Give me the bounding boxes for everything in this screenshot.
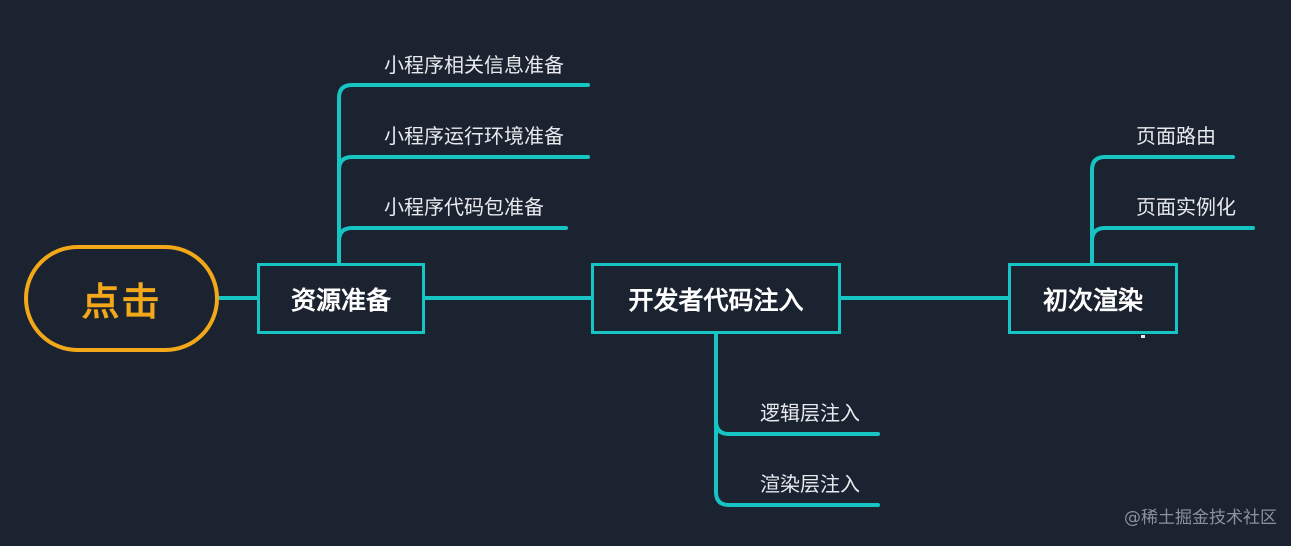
leaf-resource-env: 小程序运行环境准备	[384, 124, 564, 148]
connector-resource-leaf-2	[337, 155, 590, 172]
connector-resource-leaf-3	[337, 226, 568, 243]
leaf-inject-render: 渲染层注入	[760, 472, 860, 496]
connector-resource-leaf-1	[337, 83, 590, 266]
node-first-render: 初次渲染	[1008, 263, 1178, 334]
leaf-resource-package: 小程序代码包准备	[384, 195, 544, 219]
node-resource-prep: 资源准备	[257, 263, 425, 334]
leaf-render-instance: 页面实例化	[1136, 195, 1236, 219]
connector-render-leaf-2	[1090, 226, 1255, 243]
connector-render-leaf-1	[1090, 155, 1235, 266]
node-code-inject: 开发者代码注入	[591, 263, 841, 334]
leaf-render-route: 页面路由	[1136, 124, 1216, 148]
connector-inject-leaf-2	[714, 419, 880, 507]
leaf-inject-logic: 逻辑层注入	[760, 401, 860, 425]
leaf-resource-info: 小程序相关信息准备	[384, 53, 564, 77]
decorative-mark	[1141, 335, 1145, 338]
root-node: 点击	[24, 245, 219, 352]
watermark: @稀土掘金技术社区	[1124, 508, 1277, 528]
